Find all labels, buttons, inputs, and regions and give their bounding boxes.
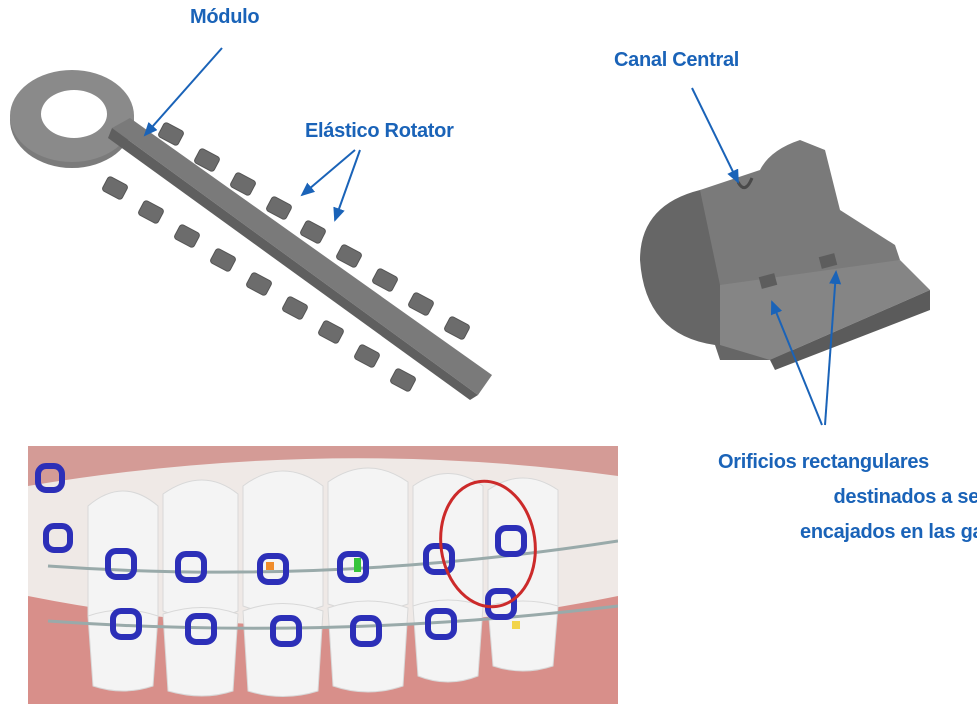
highlight-circle bbox=[439, 479, 537, 609]
label-modulo: Módulo bbox=[190, 6, 260, 28]
arrow bbox=[300, 149, 356, 197]
label-orificios-line3: encajados en las garras bbox=[800, 521, 977, 543]
label-canal-central: Canal Central bbox=[614, 49, 740, 71]
label-orificios-line2: destinados a ser bbox=[833, 486, 977, 508]
module-ring bbox=[10, 70, 134, 168]
arrow bbox=[143, 47, 223, 137]
label-orificios-line1: Orificios rectangulares bbox=[718, 451, 929, 473]
module-part bbox=[640, 140, 930, 370]
arrow bbox=[333, 149, 361, 222]
module-bar bbox=[108, 118, 492, 400]
arrow bbox=[770, 300, 823, 426]
arrow bbox=[691, 87, 739, 184]
arrow bbox=[824, 270, 842, 426]
braces-drawing bbox=[28, 446, 618, 704]
label-orificios: Orificios rectangulares destinados a ser… bbox=[700, 445, 977, 550]
rotator-teeth bbox=[102, 122, 470, 392]
label-elastico-rotator: Elástico Rotator bbox=[305, 120, 454, 142]
annotation-arrows bbox=[143, 47, 842, 426]
braces-illustration bbox=[28, 446, 618, 704]
